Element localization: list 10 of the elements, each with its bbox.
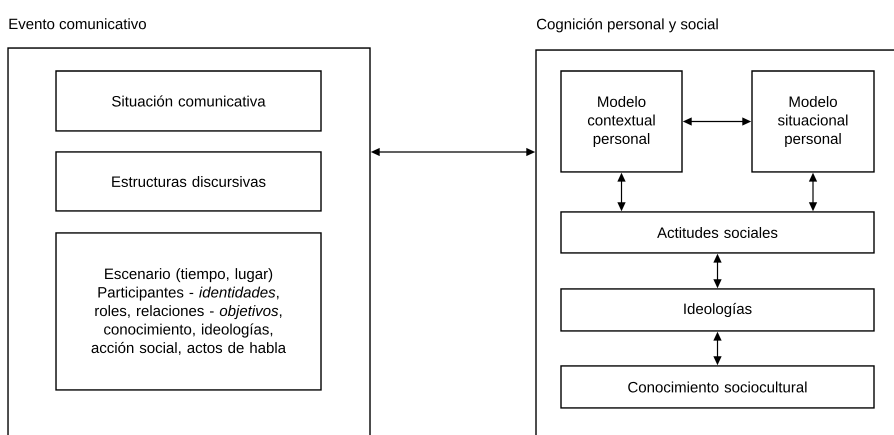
process-box: Conocimiento sociocultural [560,365,875,409]
heading: Cognición personal y social [536,18,718,32]
process-box: Modelo contextual personal [560,70,683,173]
process-box: Actitudes sociales [560,211,875,254]
process-box: Escenario (tiempo, lugar) Participantes - identidades, roles, relaciones - objetivos, conocimiento, ideologías, acción social, actos de habla [55,232,322,391]
process-box: Situación comunicativa [55,70,322,132]
process-box: Ideologías [560,288,875,332]
process-box: Estructuras discursivas [55,151,322,212]
heading: Evento comunicativo [9,18,146,30]
process-box: Modelo situacional personal [751,70,875,173]
